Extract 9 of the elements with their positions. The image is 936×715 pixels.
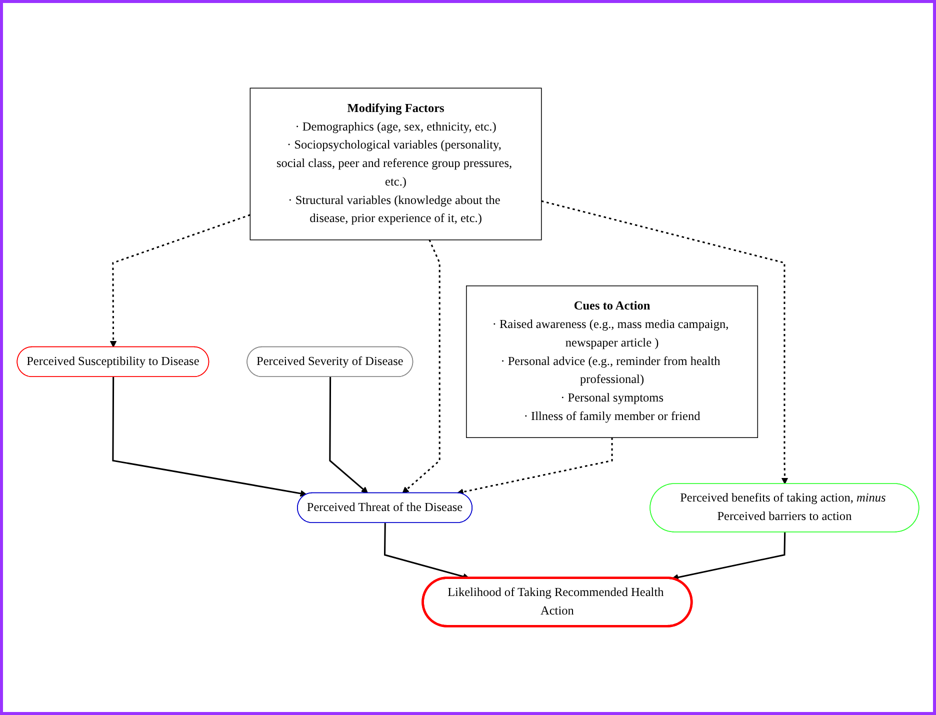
arrow bbox=[541, 200, 788, 485]
arrow bbox=[402, 240, 440, 494]
arrow bbox=[110, 214, 250, 348]
arrow bbox=[329, 377, 368, 494]
arrow bbox=[672, 532, 786, 582]
arrow bbox=[112, 377, 307, 498]
node-box: Modifying Factors · Demographics (age, sex, ethnicity, etc.) · Sociopsychological variables (personality, social class, peer and reference group pressures, etc.) · Structural variables (knowledge about the disease, prior experience of it, etc.) bbox=[250, 88, 542, 241]
arrow bbox=[456, 438, 613, 496]
node-box: Cues to Action · Raised awareness (e.g., mass media campaign, newspaper article ) · Personal advice (e.g., reminder from health professional) · Personal symptoms · Illness of family member or friend bbox=[466, 286, 758, 438]
